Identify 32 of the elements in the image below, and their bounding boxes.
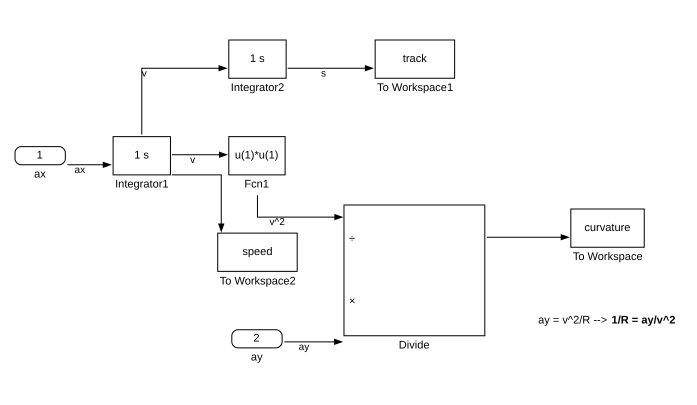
node-box: ÷ ×: [343, 204, 486, 336]
node-label: ay: [250, 351, 263, 364]
node-box: curvature: [570, 208, 645, 248]
node-label: To Workspace1: [377, 82, 454, 94]
node-label: Integrator1: [115, 178, 169, 190]
node-box: 1: [14, 146, 66, 165]
edge-label: ay: [298, 341, 310, 352]
arrow: [172, 151, 228, 158]
node-box: speed: [217, 232, 298, 272]
arrow: [284, 338, 344, 344]
node-box: 1 s: [228, 39, 287, 78]
node-label: To Workspace2: [220, 274, 296, 287]
edge-label: v^2: [270, 216, 285, 228]
node-box: track: [374, 39, 456, 78]
edge-label: ax: [74, 164, 86, 176]
node-label: Fcn1: [244, 178, 269, 190]
node-box: u(1)*u(1): [228, 136, 286, 175]
arrow: [288, 64, 374, 71]
node-box: 2: [231, 328, 283, 348]
arrow: [256, 194, 344, 220]
arrow: [486, 234, 570, 240]
node-label: To Workspace: [572, 250, 643, 263]
node-box: 1 s: [112, 136, 171, 175]
edge-label: s: [320, 68, 326, 79]
arrow: [68, 161, 112, 168]
node-label: Divide: [398, 339, 430, 352]
label: ay = v^2/R --> 1/R = ay/v^2: [538, 314, 676, 326]
arrow: [141, 64, 228, 134]
arrow: [172, 174, 224, 232]
node-label: Integrator2: [230, 82, 284, 94]
edge-label: v: [190, 154, 196, 166]
node-label: ax: [34, 168, 46, 180]
